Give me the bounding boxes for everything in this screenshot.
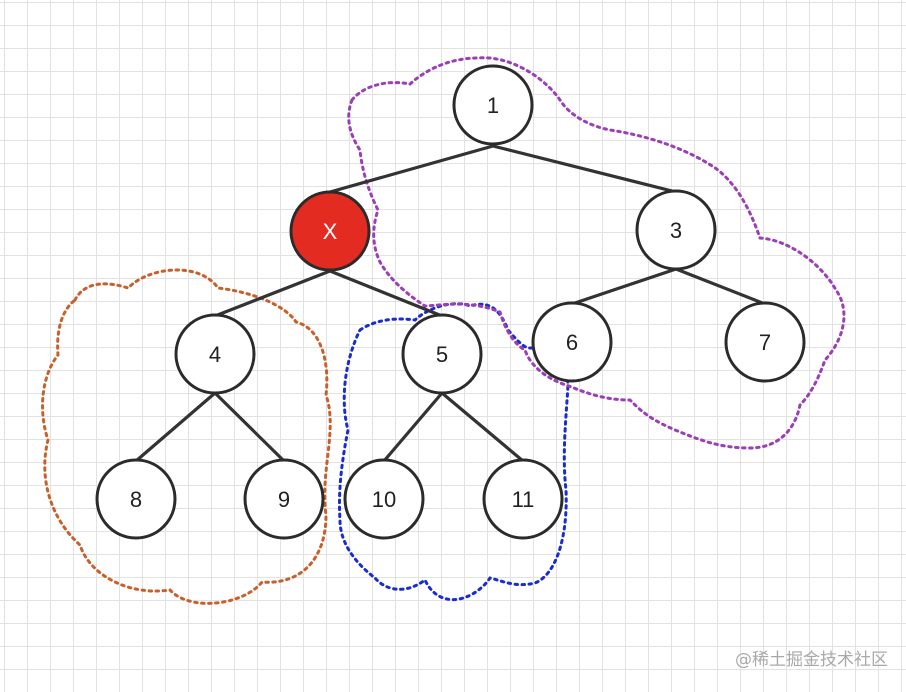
- tree-node-7: 7: [724, 301, 806, 383]
- node-label: 4: [209, 342, 221, 367]
- tree-node-11: 11: [482, 458, 564, 540]
- tree-node-9: 9: [243, 458, 325, 540]
- node-label: 6: [566, 330, 578, 355]
- tree-node-4: 4: [174, 313, 256, 395]
- node-circle: [531, 301, 613, 383]
- edge-3-6: [570, 267, 678, 306]
- node-label: 8: [130, 487, 142, 512]
- group-outline-remaining-tree: [347, 56, 846, 450]
- group-outline-left-subtree: [41, 268, 332, 605]
- node-label: 3: [670, 218, 682, 243]
- tree-node-10: 10: [343, 458, 425, 540]
- tree-node-6: 6: [531, 301, 613, 383]
- node-circle: [724, 301, 806, 383]
- tree-node-8: 8: [95, 458, 177, 540]
- edge-4-8: [134, 391, 217, 463]
- node-circle: [95, 458, 177, 540]
- node-circle: [243, 458, 325, 540]
- tree-node-1: 1: [452, 64, 534, 146]
- edge-5-10: [382, 391, 444, 463]
- node-circle: [635, 189, 717, 271]
- tree-node-3: 3: [635, 189, 717, 271]
- watermark: @稀土掘金技术社区: [735, 650, 888, 670]
- node-circle: [289, 190, 371, 272]
- edge-5-11: [440, 391, 525, 463]
- edge-3-7: [674, 267, 767, 306]
- edge-x-5: [328, 269, 444, 318]
- edge-x-4: [213, 269, 332, 318]
- edge-4-9: [213, 391, 286, 463]
- node-circle: [174, 313, 256, 395]
- node-label: 11: [512, 487, 535, 512]
- node-label: 5: [436, 342, 448, 367]
- group-outline-right-subtree: [337, 302, 570, 601]
- edge-1-x: [328, 144, 495, 194]
- node-circle: [482, 458, 564, 540]
- node-label: 9: [278, 487, 290, 512]
- node-label: 10: [372, 487, 396, 512]
- node-circle: [343, 458, 425, 540]
- node-circle: [401, 313, 483, 395]
- node-label: 7: [759, 330, 771, 355]
- tree-node-x-removed: X: [289, 190, 371, 272]
- node-label: X: [323, 219, 338, 244]
- node-circle: [452, 64, 534, 146]
- edge-1-3: [491, 144, 678, 194]
- tree-node-5: 5: [401, 313, 483, 395]
- node-label: 1: [487, 93, 499, 118]
